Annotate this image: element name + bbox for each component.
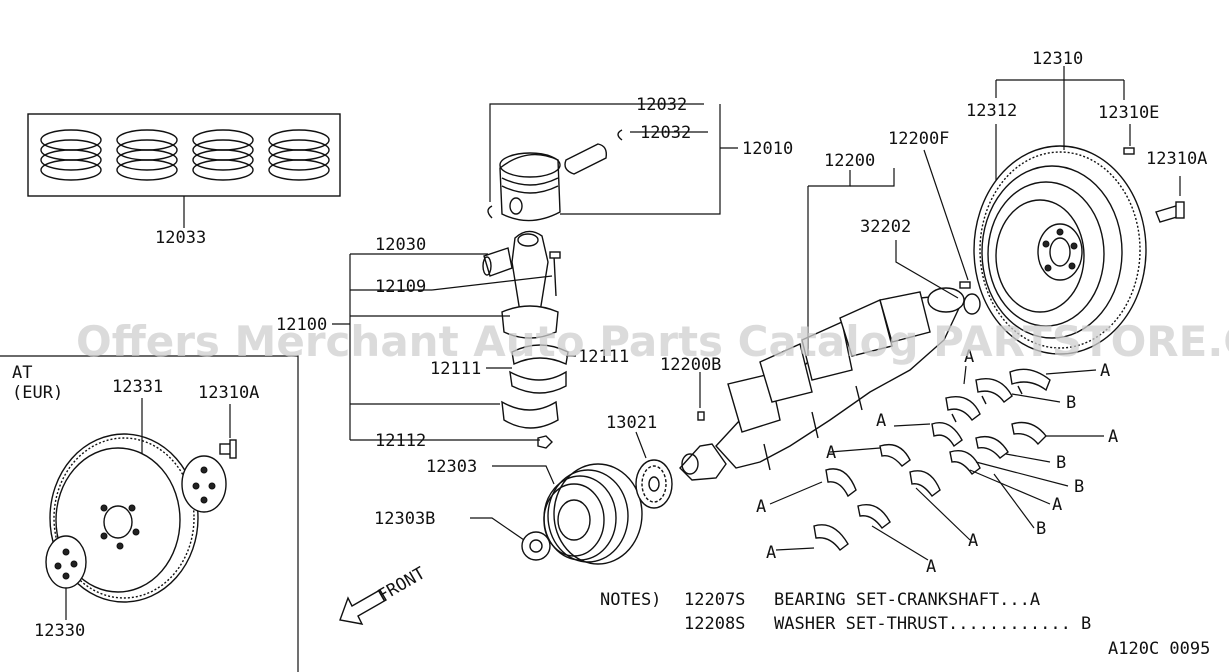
callout-12112[interactable]: 12112 xyxy=(375,431,426,451)
crank-sprocket[interactable] xyxy=(635,459,673,509)
flywheel-bolt[interactable] xyxy=(1155,201,1185,223)
callout-12032-upper[interactable]: 12032 xyxy=(636,95,687,115)
marker-b-4: B xyxy=(1036,519,1046,539)
connecting-rod[interactable] xyxy=(501,230,559,339)
callout-12303[interactable]: 12303 xyxy=(426,457,477,477)
callout-12111-right[interactable]: 12111 xyxy=(578,347,629,367)
callout-12033[interactable]: 12033 xyxy=(155,228,206,248)
inset-title: AT xyxy=(12,363,32,383)
rod-bearing-upper[interactable] xyxy=(511,344,569,366)
callout-12010[interactable]: 12010 xyxy=(742,139,793,159)
main-bearings[interactable] xyxy=(813,368,1051,551)
flywheel[interactable] xyxy=(973,145,1147,355)
flywheel-dowel[interactable] xyxy=(1123,147,1135,155)
marker-a-6: A xyxy=(826,443,836,463)
callout-12111-left[interactable]: 12111 xyxy=(430,359,481,379)
marker-a-9: A xyxy=(926,557,936,577)
callout-12030[interactable]: 12030 xyxy=(375,235,426,255)
rod-bearing-lower[interactable] xyxy=(509,370,567,394)
dowel-pin[interactable] xyxy=(959,281,971,289)
front-label: FRONT xyxy=(375,563,429,606)
callout-12032-lower[interactable]: 12032 xyxy=(640,123,691,143)
note-code-2: 12208S xyxy=(684,614,745,634)
marker-a-7: A xyxy=(756,497,766,517)
callout-12200[interactable]: 12200 xyxy=(824,151,875,171)
inset-frame xyxy=(0,355,299,672)
notes-prefix: NOTES) xyxy=(600,590,661,610)
callout-12303b[interactable]: 12303B xyxy=(374,509,435,529)
callout-12312[interactable]: 12312 xyxy=(966,101,1017,121)
front-arrow-icon xyxy=(339,589,387,625)
marker-a-2: A xyxy=(964,347,974,367)
callout-12310a-at[interactable]: 12310A xyxy=(198,383,259,403)
marker-a-5: A xyxy=(876,411,886,431)
note-text-1: BEARING SET-CRANKSHAFT...A xyxy=(774,590,1040,610)
inset-subtitle: (EUR) xyxy=(12,383,63,403)
rod-cap[interactable] xyxy=(501,400,559,429)
note-text-2: WASHER SET-THRUST............ B xyxy=(774,614,1091,634)
pulley-washer[interactable] xyxy=(521,531,551,561)
crank-key[interactable] xyxy=(697,411,705,421)
callout-12200b[interactable]: 12200B xyxy=(660,355,721,375)
drive-plate-bolt[interactable] xyxy=(219,439,237,459)
snap-ring-2[interactable] xyxy=(617,129,623,141)
marker-a-3: A xyxy=(1108,427,1118,447)
rod-bolt[interactable] xyxy=(549,251,561,297)
rod-nut[interactable] xyxy=(537,435,553,449)
marker-b-1: B xyxy=(1066,393,1076,413)
callout-12310a[interactable]: 12310A xyxy=(1146,149,1207,169)
callout-12310[interactable]: 12310 xyxy=(1032,49,1083,69)
marker-a-4: A xyxy=(1052,495,1062,515)
piston-pin[interactable] xyxy=(564,143,608,175)
callout-12109[interactable]: 12109 xyxy=(375,277,426,297)
diagram-code: A120C 0095 xyxy=(1108,639,1210,659)
marker-a-8: A xyxy=(968,531,978,551)
pilot-bushing[interactable] xyxy=(963,293,981,315)
callout-13021[interactable]: 13021 xyxy=(606,413,657,433)
reinforcement-plate[interactable] xyxy=(181,455,227,513)
callout-12100[interactable]: 12100 xyxy=(276,315,327,335)
callout-12330[interactable]: 12330 xyxy=(34,621,85,641)
callout-12331[interactable]: 12331 xyxy=(112,377,163,397)
crankshaft[interactable] xyxy=(679,287,965,481)
callout-32202[interactable]: 32202 xyxy=(860,217,911,237)
marker-a-1: A xyxy=(1100,361,1110,381)
snap-ring-1[interactable] xyxy=(487,205,493,219)
small-end-bushing[interactable] xyxy=(482,247,513,277)
crank-pulley[interactable] xyxy=(543,463,643,565)
marker-b-2: B xyxy=(1056,453,1066,473)
callout-12200f[interactable]: 12200F xyxy=(888,129,949,149)
marker-a-10: A xyxy=(766,543,776,563)
marker-b-3: B xyxy=(1074,477,1084,497)
piston-ring-set[interactable] xyxy=(27,113,341,197)
watermark: Offers Merchant Auto Parts Catalog PARTS… xyxy=(76,317,1229,366)
note-code-1: 12207S xyxy=(684,590,745,610)
drive-plate[interactable] xyxy=(49,433,199,603)
spacer-plate[interactable] xyxy=(45,535,87,589)
callout-12310e[interactable]: 12310E xyxy=(1098,103,1159,123)
piston[interactable] xyxy=(499,152,561,222)
